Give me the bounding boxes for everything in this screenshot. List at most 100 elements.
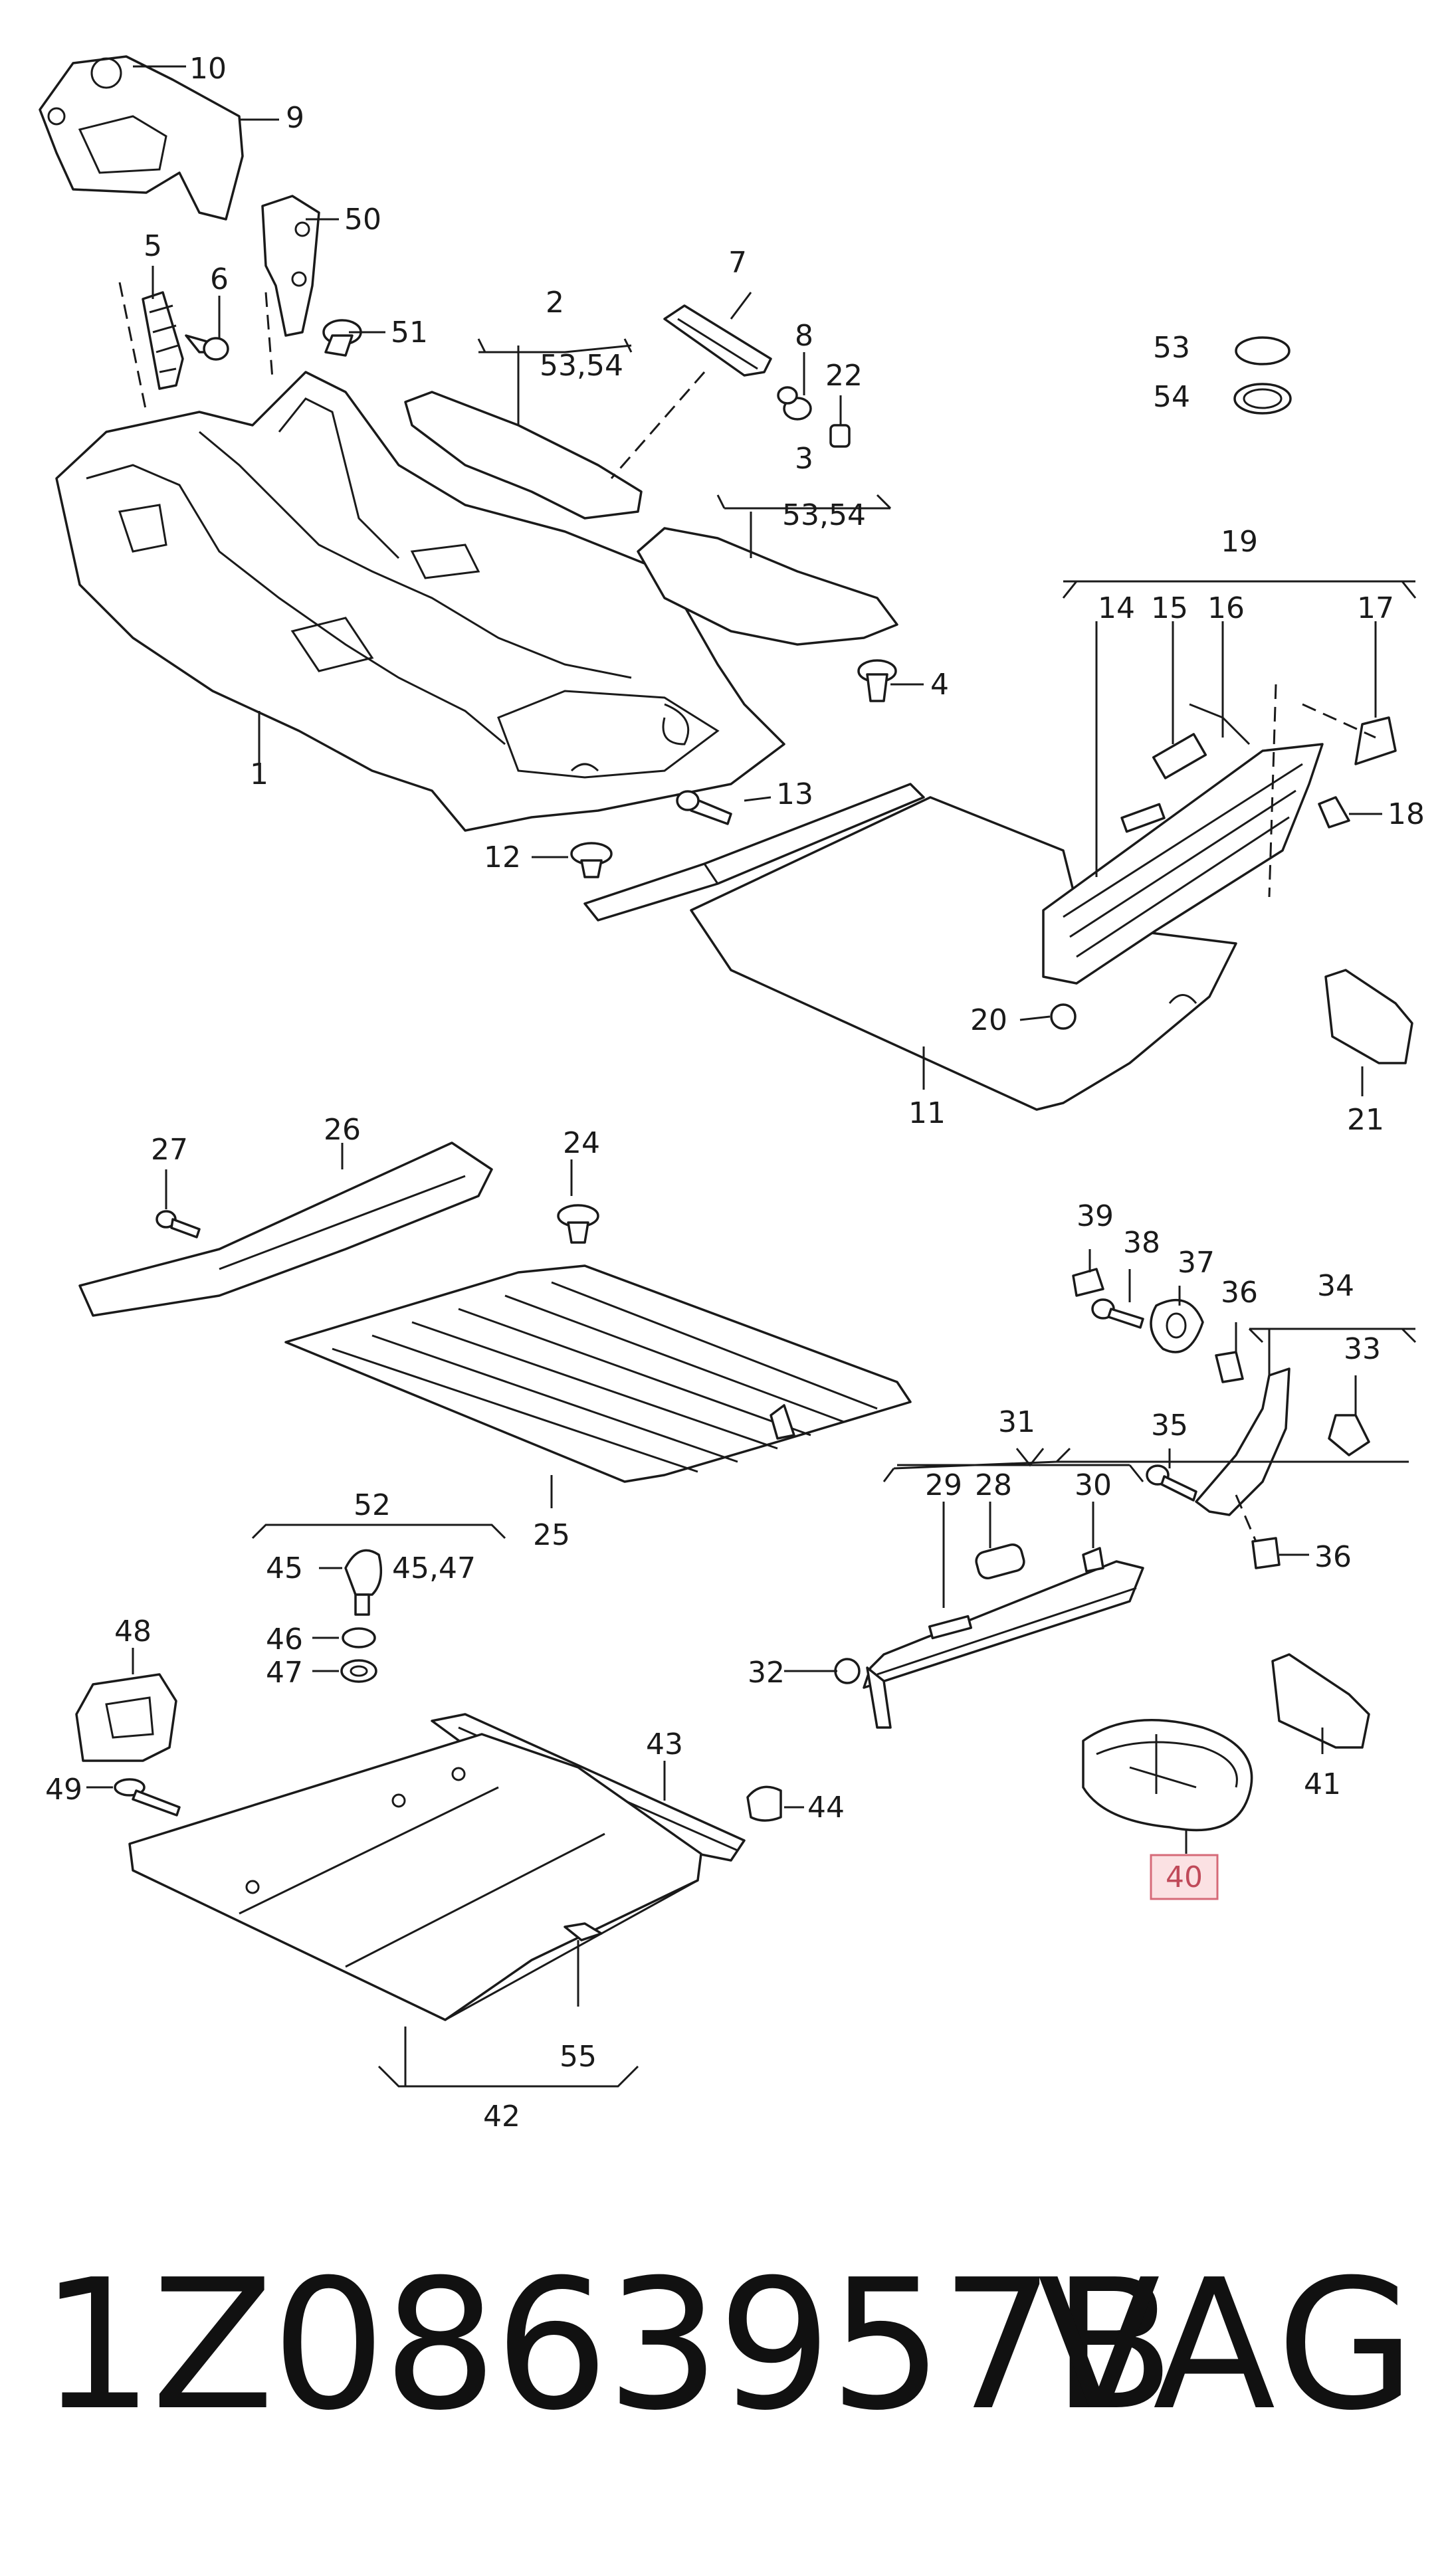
callout-18: 18: [1388, 797, 1425, 831]
part-pad-41: [1271, 1653, 1370, 1749]
callout-55: 55: [560, 2040, 597, 2074]
part-handle-48: [75, 1673, 177, 1762]
callout-34: 34: [1317, 1269, 1354, 1303]
highlighted-callout-40[interactable]: 40: [1150, 1854, 1219, 1900]
part-screw-27: [155, 1210, 201, 1238]
callout-24: 24: [563, 1126, 600, 1160]
part-clip-4: [857, 659, 897, 702]
part-washer-54: [1233, 383, 1292, 415]
brand-name: VAG: [1037, 2240, 1419, 2450]
callout-50: 50: [344, 203, 381, 237]
callout-35: 35: [1151, 1409, 1188, 1442]
callout-52: 52: [354, 1488, 391, 1522]
part-clip-33: [1328, 1414, 1370, 1456]
callout-8: 8: [795, 319, 813, 353]
callout-31: 31: [998, 1405, 1035, 1439]
part-washer-47: [340, 1659, 377, 1683]
callout-46: 46: [266, 1623, 303, 1656]
callout-22: 22: [825, 359, 863, 393]
part-screw-38: [1091, 1298, 1144, 1329]
callout-9: 9: [286, 101, 304, 135]
part-floor-carpet-1: [55, 371, 785, 832]
part-screw-13: [676, 790, 732, 825]
callout-45-47-group: 45,47: [392, 1551, 476, 1585]
callout-53: 53: [1153, 331, 1190, 365]
part-bracket-9-10: [39, 55, 244, 221]
part-pin-49: [114, 1778, 181, 1817]
callout-42: 42: [483, 2100, 520, 2133]
callout-36a: 36: [1221, 1276, 1258, 1310]
part-screw-6: [185, 334, 229, 361]
part-clip-37: [1150, 1299, 1204, 1353]
part-pad-21: [1324, 969, 1413, 1064]
part-mat-2: [404, 391, 643, 520]
part-clip-39: [1072, 1268, 1104, 1297]
callout-15: 15: [1151, 591, 1188, 625]
highlighted-callout-label: 40: [1166, 1860, 1203, 1894]
callout-29: 29: [925, 1468, 962, 1502]
callout-13: 13: [776, 777, 813, 811]
part-strip-7: [663, 304, 772, 377]
part-cap-44: [746, 1785, 782, 1822]
callout-7: 7: [728, 246, 747, 280]
callout-4: 4: [930, 668, 949, 702]
part-bracket-50: [261, 195, 320, 337]
callout-10: 10: [189, 52, 227, 86]
callout-36b: 36: [1314, 1540, 1352, 1574]
part-pad-5: [142, 291, 184, 390]
part-washer-53: [1235, 336, 1291, 365]
callout-21: 21: [1347, 1103, 1384, 1137]
leader-lines: [86, 65, 1417, 2088]
part-clip-51: [322, 319, 362, 357]
callout-30: 30: [1075, 1468, 1112, 1502]
callout-28: 28: [975, 1468, 1012, 1502]
callout-5: 5: [144, 229, 162, 263]
callout-33: 33: [1344, 1332, 1381, 1366]
callout-11: 11: [908, 1096, 946, 1130]
callout-27: 27: [151, 1133, 188, 1167]
callout-47: 47: [266, 1656, 303, 1690]
callout-45: 45: [266, 1551, 303, 1585]
part-bracket-34: [1195, 1367, 1291, 1516]
part-floor-board-42: [128, 1733, 702, 2021]
part-sill-26: [78, 1141, 493, 1317]
callout-17: 17: [1357, 591, 1394, 625]
callout-3: 3: [795, 442, 813, 476]
part-clip-12: [570, 842, 613, 878]
part-bolt-22: [829, 424, 851, 448]
callout-43: 43: [646, 1728, 683, 1761]
callout-41: 41: [1304, 1767, 1341, 1801]
callout-6: 6: [210, 262, 229, 296]
callout-3-group: 53,54: [782, 498, 866, 532]
callout-51: 51: [391, 316, 428, 349]
part-washer-46: [342, 1627, 376, 1648]
part-luggage-mat-11: [690, 796, 1237, 1111]
callout-38: 38: [1123, 1226, 1160, 1260]
callout-14: 14: [1098, 591, 1135, 625]
part-storage-tray-40: [1082, 1719, 1253, 1832]
callout-44: 44: [807, 1791, 845, 1825]
part-number: 1Z0863957B: [40, 2240, 1175, 2450]
footer: 1Z0863957B VAG: [0, 2246, 1446, 2445]
callout-26: 26: [324, 1113, 361, 1147]
callout-39: 39: [1077, 1199, 1114, 1233]
callout-49: 49: [45, 1773, 82, 1807]
callout-2-group: 53,54: [540, 349, 623, 383]
part-clip-24: [557, 1204, 599, 1244]
part-bolt-45: [344, 1549, 383, 1616]
part-nut-36b: [1251, 1537, 1281, 1569]
callout-25: 25: [533, 1518, 570, 1552]
callout-2: 2: [546, 286, 564, 320]
callout-1: 1: [250, 757, 268, 791]
part-trim-panel-19: [1042, 703, 1397, 985]
part-grommet-8: [777, 386, 812, 421]
callout-16: 16: [1207, 591, 1245, 625]
callout-32: 32: [748, 1656, 785, 1690]
part-clip-32: [834, 1658, 861, 1684]
callout-labels: 10 9 50 51 5 6 1 2 53,54 7 8 22 3 53,54 …: [45, 52, 1425, 2133]
callout-37: 37: [1178, 1246, 1215, 1280]
part-nut-36a: [1215, 1351, 1244, 1383]
part-clip-20: [1050, 1003, 1077, 1030]
part-trim-panel-31: [863, 1543, 1144, 1729]
